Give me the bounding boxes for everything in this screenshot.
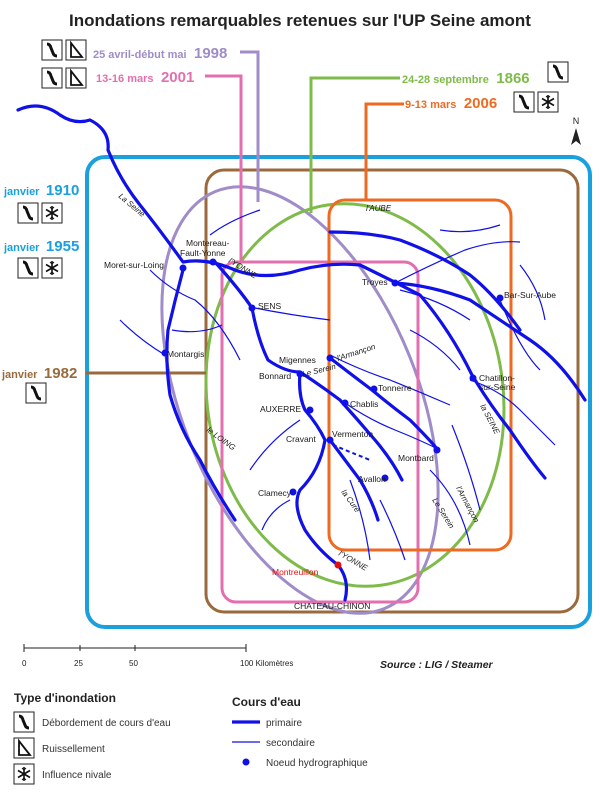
- leader-2006: [364, 102, 404, 200]
- scale-tick-25: 25: [74, 659, 83, 668]
- flood-1866-label: 24-28 septembre 1866: [402, 70, 530, 87]
- city-avallon: Avallon: [358, 474, 386, 484]
- legend-cours-item-0: primaire: [266, 718, 303, 729]
- city-auxerre: AUXERRE: [260, 404, 301, 414]
- hydro-nodes: [161, 258, 504, 496]
- scale-tick-100: 100 Kilomètres: [240, 659, 293, 668]
- river-label-cure: la Cure: [339, 488, 362, 515]
- legend-flood-type: Type d'inondation Débordement de cours d…: [12, 691, 171, 785]
- flood-2001-debordement-icon: [40, 66, 64, 90]
- flood-1910-label: janvier 1910: [3, 182, 79, 199]
- legend-cours-item-1: secondaire: [266, 738, 315, 749]
- extent-2001: [220, 260, 420, 604]
- city-vermenton: Vermenton: [332, 429, 373, 439]
- legend-type-item-0: Débordement de cours d'eau: [42, 718, 171, 729]
- flood-1998-ruissellement-icon: [65, 39, 87, 61]
- canal-dashed: [332, 444, 371, 461]
- leader-2001: [205, 74, 243, 262]
- river-label-armancon-n: l'Armançon: [336, 342, 377, 363]
- leader-1998: [240, 50, 260, 202]
- legend-debordement-icon: [12, 710, 36, 734]
- flood-1955-debordement-icon: [16, 256, 40, 280]
- secondary-rivers: [119, 209, 556, 561]
- flood-2001-ruissellement-icon: [65, 67, 87, 89]
- scale-tick-0: 0: [22, 659, 27, 668]
- river-label-seine-e: la SEINE: [478, 403, 501, 436]
- legend-waterways: Cours d'eau primaire secondaire Noeud hy…: [232, 695, 368, 769]
- city-chablis: Chablis: [350, 399, 378, 409]
- flood-2006-label: 9-13 mars 2006: [405, 95, 497, 112]
- legend-cours-item-2: Noeud hydrographique: [266, 758, 368, 769]
- scale-bar: 0 25 50 100 Kilomètres: [22, 644, 293, 668]
- flood-2006-nival-icon: [537, 91, 559, 113]
- node-montreuillon: [334, 561, 342, 569]
- city-montargis: Montargis: [167, 349, 204, 359]
- river-label-serein-s: Le Serein: [430, 496, 456, 530]
- source-credit: Source : LIG / Steamer: [380, 659, 494, 671]
- flood-1955-nival-icon: [41, 257, 63, 279]
- flood-2001-label: 13-16 mars 2001: [96, 69, 194, 86]
- city-bonnard: Bonnard: [259, 371, 291, 381]
- flood-1910-nival-icon: [41, 202, 63, 224]
- river-label-armancon-s: l'Armançon: [454, 485, 481, 525]
- extent-1910-1955: [85, 155, 592, 629]
- flood-1910-debordement-icon: [16, 201, 40, 225]
- city-montereau-1: Montereau-: [186, 238, 230, 248]
- river-label-aube: l'AUBE: [366, 204, 392, 213]
- leader-1866: [309, 76, 400, 213]
- city-clamecy: Clamecy: [258, 488, 292, 498]
- legend-nival-icon: [13, 763, 35, 785]
- city-moret: Moret-sur-Loing: [104, 260, 164, 270]
- legend-type-item-1: Ruissellement: [42, 744, 105, 755]
- flood-1955-label: janvier 1955: [3, 238, 79, 255]
- city-barsuraube: Bar-Sur-Aube: [504, 290, 556, 300]
- city-tonnerre: Tonnerre: [378, 383, 412, 393]
- legend-type-title: Type d'inondation: [14, 691, 116, 705]
- legend-ruissellement-icon: [13, 737, 35, 759]
- flood-1998-label: 25 avril-début mai 1998: [93, 45, 227, 62]
- north-arrow: N: [571, 116, 581, 145]
- city-montbard: Montbard: [398, 453, 434, 463]
- scale-tick-50: 50: [129, 659, 138, 668]
- legend-cours-title: Cours d'eau: [232, 695, 301, 709]
- legend-node-dot: [242, 758, 250, 766]
- flood-1982-debordement-icon: [24, 381, 48, 405]
- flood-1998-debordement-icon: [40, 38, 64, 62]
- city-labels: Moret-sur-Loing Montereau- Fault-Yonne S…: [104, 238, 556, 611]
- extent-2006: [327, 198, 513, 552]
- city-sens: SENS: [258, 301, 281, 311]
- legend-type-item-2: Influence nivale: [42, 770, 112, 781]
- city-chatillon-1: Chatillon-: [479, 373, 515, 383]
- primary-rivers: [16, 104, 587, 602]
- city-troyes: Troyes: [362, 277, 388, 287]
- flood-1982-label: janvier 1982: [1, 365, 77, 382]
- map-title: Inondations remarquables retenues sur l'…: [69, 11, 531, 30]
- city-chateau-chinon: CHATEAU-CHINON: [294, 601, 370, 611]
- extent-1866: [204, 202, 506, 588]
- city-montereau-2: Fault-Yonne: [180, 248, 226, 258]
- flood-2006-debordement-icon: [512, 90, 536, 114]
- city-cravant: Cravant: [286, 434, 316, 444]
- city-montreuillon: Montreuillon: [272, 567, 319, 577]
- flood-1866-debordement-icon: [546, 60, 570, 84]
- city-chatillon-2: sur-Seine: [479, 382, 516, 392]
- north-arrow-label: N: [573, 116, 580, 126]
- city-migennes: Migennes: [279, 355, 316, 365]
